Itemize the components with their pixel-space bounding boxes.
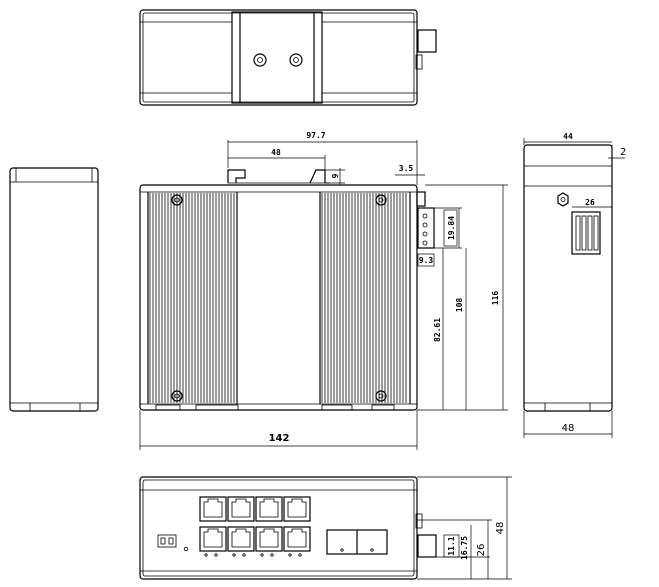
led-indicator (204, 553, 208, 557)
dim-48-bottom: 48 (495, 522, 506, 535)
bottom-view (139, 476, 437, 580)
front-bottom-ports (155, 404, 395, 411)
dim-9: 9 (331, 173, 340, 178)
front-view (139, 169, 435, 411)
led-indicator (288, 553, 292, 557)
port-edge (321, 404, 353, 411)
dim-9-3: 9.3 (419, 256, 434, 265)
top-view (139, 9, 437, 106)
led-indicator (214, 553, 218, 557)
rj45-port (227, 526, 255, 552)
port-edge (195, 404, 239, 411)
dim-44: 44 (563, 132, 573, 141)
rj45-port (199, 526, 227, 552)
dim-116: 116 (491, 291, 500, 306)
right-side-view (523, 144, 613, 412)
dim-142: 142 (269, 433, 290, 444)
dim-16-75: 16.75 (460, 536, 469, 560)
dim-97-7: 97.7 (306, 131, 325, 140)
front-dimensions: 97.7 48 9 3.5 19.84 9.3 82.61 108 116 (139, 131, 508, 450)
dim-3-5: 3.5 (399, 164, 414, 173)
led-indicator (298, 553, 302, 557)
port-edge (155, 404, 181, 411)
led-indicator (242, 553, 246, 557)
dim-108: 108 (455, 298, 464, 313)
led-indicator (232, 553, 236, 557)
rj45-port (227, 496, 255, 522)
dim-26-bottom: 26 (476, 544, 487, 557)
rj45-port (283, 496, 311, 522)
dim-48-rail: 48 (271, 148, 281, 157)
rj45-port (199, 496, 227, 522)
rj45-port (255, 496, 283, 522)
dim-48-side: 48 (562, 423, 575, 434)
left-side-view (9, 167, 99, 412)
dim-2: 2 (620, 147, 626, 158)
dim-82-61: 82.61 (433, 318, 442, 342)
rj45-port (255, 526, 283, 552)
heatsink-fins-left (149, 193, 235, 403)
port-edge (371, 404, 395, 411)
led-indicator (260, 553, 264, 557)
heatsink-fins-right (321, 193, 407, 403)
dim-11-1: 11.1 (447, 536, 456, 555)
right-side-dimensions: 44 2 26 48 (523, 132, 626, 438)
dim-26-side: 26 (585, 198, 595, 207)
rj45-ports (199, 496, 311, 557)
rj45-port (283, 526, 311, 552)
bottom-dimensions: 11.1 16.75 26 48 (417, 476, 512, 580)
led-indicator (270, 553, 274, 557)
dim-19-84: 19.84 (447, 216, 456, 240)
